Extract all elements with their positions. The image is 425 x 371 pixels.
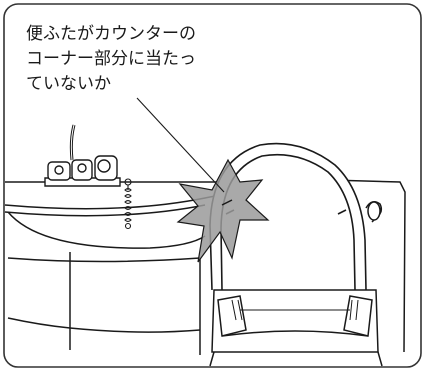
callout-line-2: コーナー部分に当たっ: [26, 49, 196, 69]
callout-line-3: ていないか: [26, 74, 111, 94]
leader-line: [136, 97, 225, 193]
faucet-icon: [44, 124, 121, 187]
drain-chain-icon: [124, 178, 132, 230]
counter: [4, 181, 241, 355]
toilet-bowl: [209, 289, 383, 367]
callout-text: 便ふたがカウンターの コーナー部分に当たっ ていないか: [26, 22, 256, 97]
callout-line-1: 便ふたがカウンターの: [26, 24, 196, 44]
contact-star-icon: [176, 158, 270, 263]
